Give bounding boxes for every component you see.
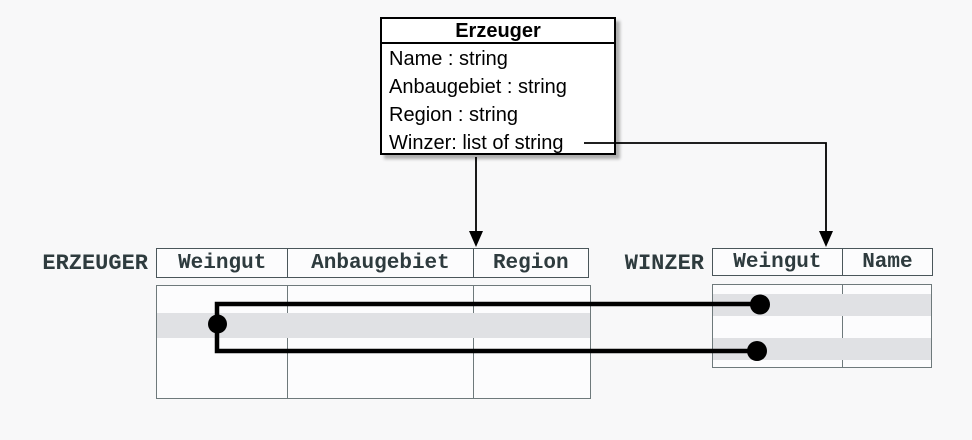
erzeuger-table-label: ERZEUGER: [42, 251, 148, 276]
winzer-table-label: WINZER: [624, 251, 704, 276]
erzeuger-column-anbaugebiet: Anbaugebiet: [287, 249, 472, 277]
erzeuger-highlight-row: [157, 313, 590, 338]
winzer-table-header: Weingut Name: [712, 248, 933, 276]
column-divider: [473, 286, 474, 398]
class-box-attributes: Name : string Anbaugebiet : string Regio…: [382, 44, 614, 157]
winzer-column-name: Name: [841, 249, 932, 275]
class-attribute-anbaugebiet: Anbaugebiet : string: [389, 76, 567, 98]
erzeuger-table-body: [156, 285, 591, 399]
arrow-to-winzer-head-icon: [819, 231, 833, 247]
erzeuger-column-region: Region: [472, 249, 588, 277]
winzer-highlight-row-1: [713, 294, 931, 316]
class-box-erzeuger: Erzeuger Name : string Anbaugebiet : str…: [380, 17, 616, 155]
arrow-to-erzeuger-head-icon: [469, 231, 483, 247]
class-attribute-winzer: Winzer: list of string: [389, 132, 564, 154]
class-box-title: Erzeuger: [382, 19, 614, 44]
column-divider: [842, 285, 843, 367]
winzer-column-weingut: Weingut: [733, 250, 822, 274]
erzeuger-table-header: Weingut Anbaugebiet Region: [156, 248, 589, 278]
winzer-table-body: [712, 284, 932, 368]
winzer-highlight-row-2: [713, 338, 931, 360]
column-divider: [287, 286, 288, 398]
class-attribute-region: Region : string: [389, 104, 518, 126]
erzeuger-column-weingut: Weingut: [178, 251, 267, 275]
class-attribute-name: Name : string: [389, 48, 508, 70]
winzer-connector-line: [584, 142, 827, 233]
